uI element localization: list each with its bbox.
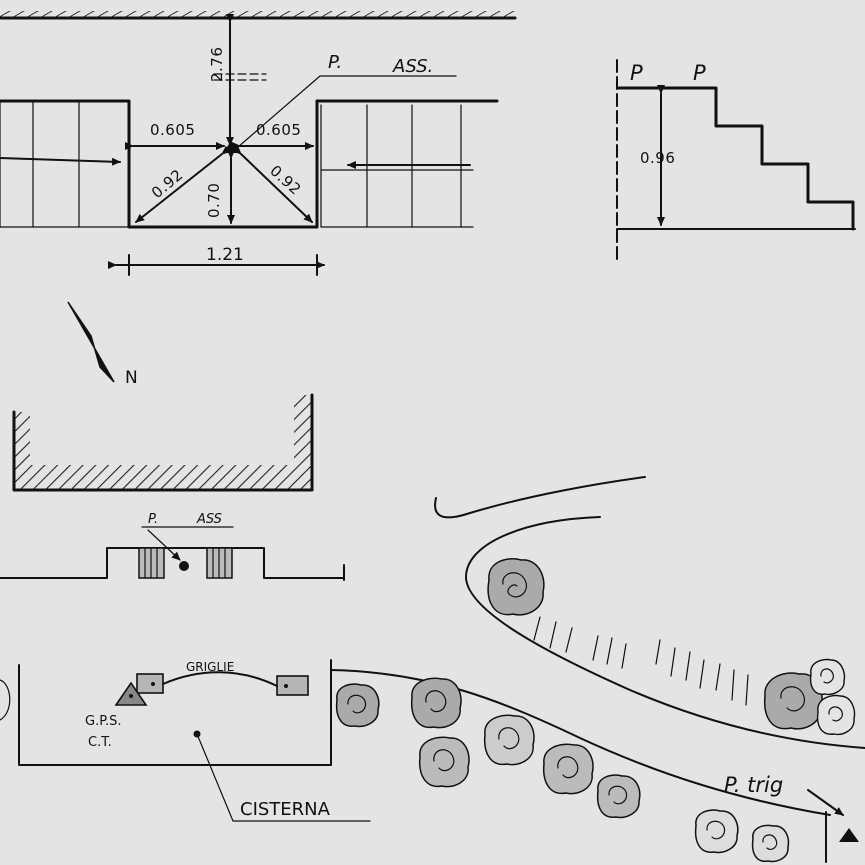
grates-label: GRIGLIE <box>186 660 234 674</box>
grate-right <box>276 675 309 696</box>
tree-icon <box>816 694 856 736</box>
dim-half-right: 0.605 <box>256 121 301 139</box>
ass-point-dot <box>179 561 189 571</box>
tree-icon <box>809 658 846 696</box>
grate-left <box>136 673 164 694</box>
right-block <box>320 104 474 228</box>
small-label-p: P. <box>148 512 158 527</box>
stair-label-p1: P <box>630 61 643 85</box>
tree-icon <box>751 824 790 863</box>
dim-half-left: 0.605 <box>150 121 195 139</box>
dim-depth: 0.70 <box>205 183 223 218</box>
dim-diag-right: 0.92 <box>266 162 304 199</box>
trees <box>335 558 856 863</box>
small-label-ass: ASS <box>196 512 222 527</box>
site-plan: GRIGLIE G.P.S. C.T. CISTERNA <box>0 476 865 863</box>
dim-total-width: 1.21 <box>206 245 244 265</box>
north-arrow-icon <box>67 301 115 383</box>
tree-icon <box>596 774 641 819</box>
tree-icon <box>483 714 535 766</box>
point-label-ass: ASS. <box>392 56 433 77</box>
tree-icon <box>694 809 739 854</box>
stair-detail: P P 0.96 <box>616 59 856 263</box>
trig-point-icon <box>839 828 859 842</box>
point-marker-icon <box>223 141 239 153</box>
tree-icon <box>410 677 462 729</box>
ct-label: C.T. <box>88 735 112 750</box>
tree-icon <box>542 743 594 795</box>
top-detail: 2.76 P. ASS. 0.605 0.605 0.92 0.92 0.70 … <box>0 14 499 276</box>
point-label-p: P. <box>328 52 342 73</box>
north-arrow: N <box>67 301 138 388</box>
dim-height-above: 2.76 <box>208 47 226 82</box>
grass-strokes <box>533 616 749 706</box>
stair-label-p2: P <box>693 61 706 85</box>
left-block <box>0 99 499 229</box>
cistern-label: CISTERNA <box>240 799 331 820</box>
tree-icon <box>487 558 545 616</box>
trig-label: P. trig <box>724 773 783 797</box>
ceiling-line <box>0 11 517 20</box>
u-section <box>12 393 314 492</box>
tree-icon <box>335 683 380 728</box>
small-section: P. ASS <box>0 512 345 581</box>
tree-icon <box>418 736 470 788</box>
gps-label: G.P.S. <box>85 714 122 729</box>
dim-stair-height: 0.96 <box>640 149 675 167</box>
north-label: N <box>125 368 138 388</box>
